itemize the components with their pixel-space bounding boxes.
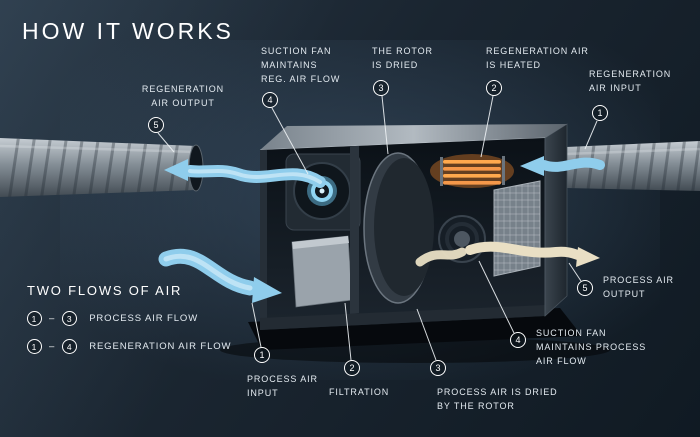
unit-front-lip — [260, 305, 545, 330]
unit-right-panel — [544, 123, 568, 317]
legend-label: REGENERATION AIR FLOW — [89, 341, 232, 352]
callout-circle-suction-fan-process: 4 — [510, 332, 526, 348]
legend-separator: – — [49, 313, 56, 324]
regeneration-fan — [285, 153, 361, 231]
legend-circle-to: 4 — [62, 339, 78, 354]
legend-heading: TWO FLOWS OF AIR — [27, 283, 183, 298]
divider-wall — [350, 146, 359, 314]
callout-circle-process-air-output: 5 — [577, 280, 593, 296]
callout-circle-reg-air-input: 1 — [592, 105, 608, 121]
callout-label-reg-air-heated: REGENERATION AIR IS HEATED — [486, 46, 589, 70]
legend-separator: – — [49, 341, 56, 352]
leader-lines — [157, 95, 598, 361]
callout-label-rotor-dried: THE ROTOR IS DRIED — [372, 46, 433, 70]
callout-label-suction-fan-process: SUCTION FAN MAINTAINS PROCESS AIR FLOW — [536, 328, 647, 366]
callout-circle-process-air-dried: 3 — [430, 360, 446, 376]
callout-label-suction-fan-reg: SUCTION FAN MAINTAINS REG. AIR FLOW — [261, 46, 341, 84]
legend-circle-from: 1 — [27, 311, 42, 326]
callout-circle-reg-air-heated: 2 — [486, 80, 502, 96]
legend-label: PROCESS AIR FLOW — [89, 313, 199, 324]
callout-label-reg-air-output: REGENERATION AIR OUTPUT — [141, 84, 225, 108]
callout-label-process-air-input: PROCESS AIR INPUT — [247, 374, 318, 398]
callout-label-reg-air-input: REGENERATION AIR INPUT — [589, 69, 672, 93]
flow-arrows — [158, 156, 605, 303]
legend-circle-from: 1 — [27, 339, 42, 354]
callout-circle-process-air-input: 1 — [254, 347, 270, 363]
process-output-flow — [465, 241, 583, 260]
callout-circle-filtration: 2 — [344, 360, 360, 376]
callout-label-process-air-output: PROCESS AIR OUTPUT — [603, 275, 674, 299]
page-title: HOW IT WORKS — [22, 18, 234, 44]
unit-top-panel — [260, 124, 567, 150]
callout-label-filtration: FILTRATION — [329, 387, 390, 397]
dehumidifier-unit — [220, 123, 610, 363]
callout-label-process-air-dried: PROCESS AIR IS DRIED BY THE ROTOR — [437, 387, 558, 411]
regeneration-input-flow — [539, 157, 605, 172]
callout-circle-rotor-dried: 3 — [373, 80, 389, 96]
filter-mesh — [493, 180, 541, 277]
legend-row-process-air-flow: 1 – 3 PROCESS AIR FLOW — [27, 311, 198, 326]
process-output-flow — [415, 247, 467, 267]
left-duct — [0, 138, 204, 197]
legend-row-regeneration-air-flow: 1 – 4 REGENERATION AIR FLOW — [27, 339, 231, 354]
callout-circle-reg-air-output: 5 — [148, 117, 164, 133]
heater — [430, 154, 514, 188]
filtration-box — [291, 235, 353, 308]
legend-circle-to: 3 — [62, 311, 78, 326]
callout-circle-suction-fan-reg: 4 — [262, 92, 278, 108]
